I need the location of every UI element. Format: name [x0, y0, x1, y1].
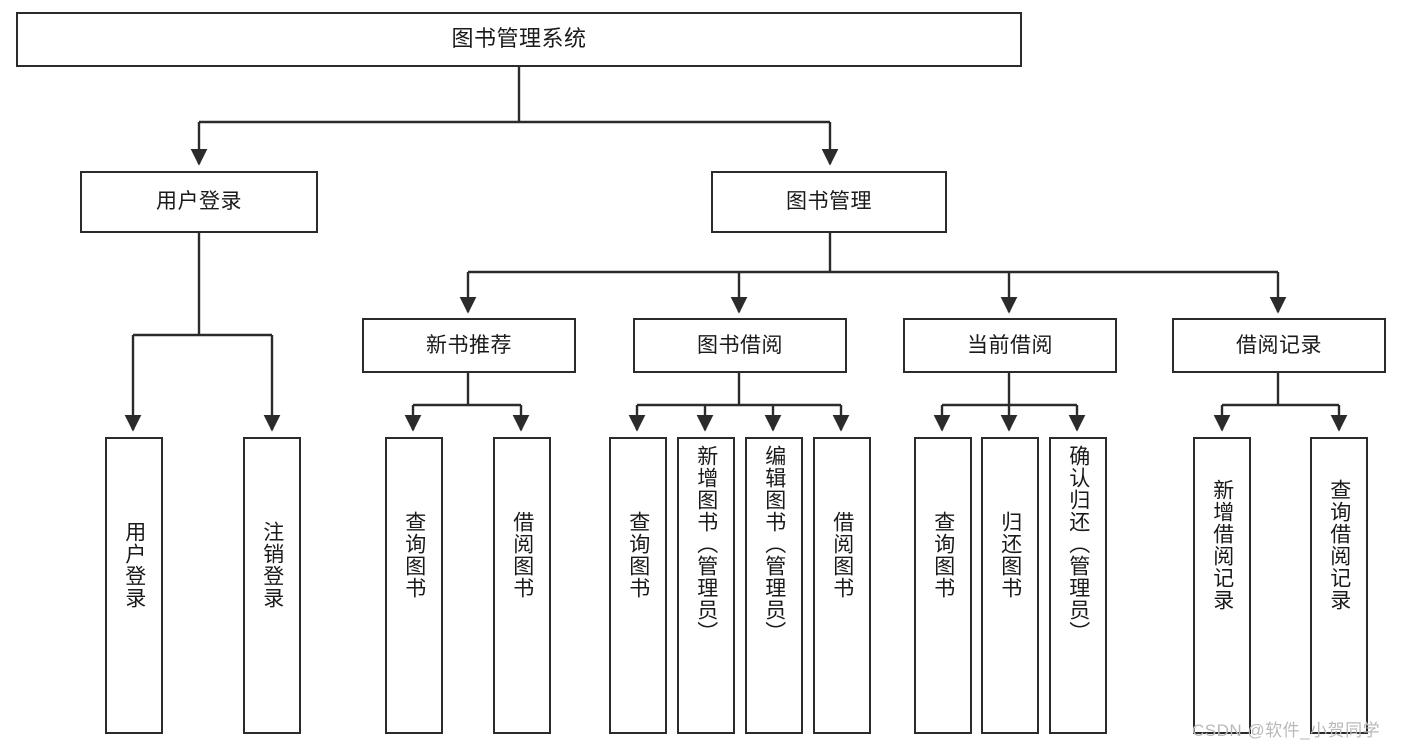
node-borrow-record-label: 借阅记录 — [1236, 333, 1322, 357]
node-leaf-user-logout[interactable]: 注销登录 — [243, 437, 301, 734]
node-leaf-add-record-label: 新增借阅记录 — [1210, 479, 1234, 611]
node-leaf-query-record-label: 查询借阅记录 — [1327, 479, 1351, 611]
node-leaf-confirm-return-label: 确认归还（管理员） — [1066, 445, 1090, 643]
node-leaf-borrow-book-b-label: 借阅图书 — [830, 511, 854, 599]
node-new-book-rec-label: 新书推荐 — [426, 333, 512, 357]
node-book-manage[interactable]: 图书管理 — [711, 171, 947, 233]
node-current-borrow-label: 当前借阅 — [967, 333, 1053, 357]
watermark-csdn: CSDN @软件_小贺同学 — [1192, 721, 1381, 740]
node-leaf-query-book-a-label: 查询图书 — [402, 511, 426, 599]
node-user-login[interactable]: 用户登录 — [80, 171, 318, 233]
node-leaf-user-login[interactable]: 用户登录 — [105, 437, 163, 734]
node-leaf-borrow-book-b[interactable]: 借阅图书 — [813, 437, 871, 734]
node-leaf-return-book[interactable]: 归还图书 — [981, 437, 1039, 734]
node-leaf-add-book-label: 新增图书（管理员） — [694, 445, 718, 643]
node-leaf-query-book-c-label: 查询图书 — [931, 511, 955, 599]
node-leaf-edit-book[interactable]: 编辑图书（管理员） — [745, 437, 803, 734]
node-book-borrow[interactable]: 图书借阅 — [633, 318, 847, 373]
node-leaf-query-book-b[interactable]: 查询图书 — [609, 437, 667, 734]
node-leaf-edit-book-label: 编辑图书（管理员） — [762, 445, 786, 643]
node-leaf-query-book-a[interactable]: 查询图书 — [385, 437, 443, 734]
node-root-label: 图书管理系统 — [451, 26, 587, 52]
node-current-borrow[interactable]: 当前借阅 — [903, 318, 1117, 373]
node-borrow-record[interactable]: 借阅记录 — [1172, 318, 1386, 373]
node-book-borrow-label: 图书借阅 — [697, 333, 783, 357]
node-new-book-rec[interactable]: 新书推荐 — [362, 318, 576, 373]
node-leaf-borrow-book-a[interactable]: 借阅图书 — [493, 437, 551, 734]
node-leaf-query-book-c[interactable]: 查询图书 — [914, 437, 972, 734]
node-leaf-borrow-book-a-label: 借阅图书 — [510, 511, 534, 599]
node-leaf-confirm-return[interactable]: 确认归还（管理员） — [1049, 437, 1107, 734]
node-leaf-return-book-label: 归还图书 — [998, 511, 1022, 599]
node-leaf-user-login-label: 用户登录 — [122, 521, 146, 609]
node-book-manage-label: 图书管理 — [786, 190, 872, 214]
node-leaf-query-record[interactable]: 查询借阅记录 — [1310, 437, 1368, 734]
node-root[interactable]: 图书管理系统 — [16, 12, 1022, 67]
node-leaf-add-record[interactable]: 新增借阅记录 — [1193, 437, 1251, 734]
node-user-login-label: 用户登录 — [156, 190, 242, 214]
node-leaf-add-book[interactable]: 新增图书（管理员） — [677, 437, 735, 734]
node-leaf-query-book-b-label: 查询图书 — [626, 511, 650, 599]
node-leaf-user-logout-label: 注销登录 — [260, 521, 284, 609]
